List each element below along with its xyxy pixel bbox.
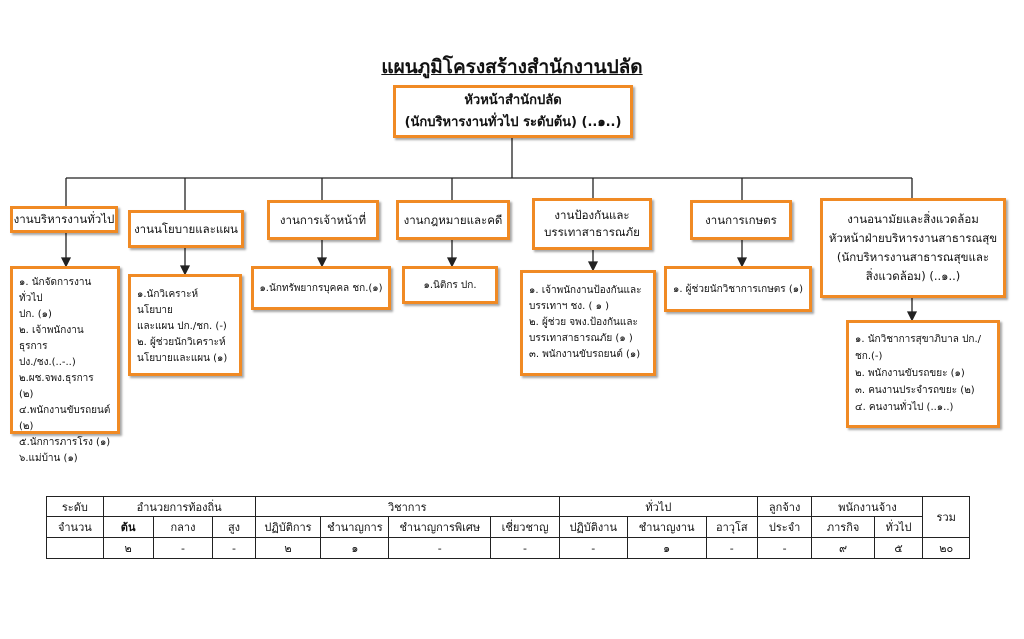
staff-general-admin: ๑. นักจัดการงานทั่วไป ปก. (๑) ๒. เจ้าพนั… bbox=[10, 266, 120, 464]
summary-table: ระดับ อำนวยการท้องถิ่น วิชาการ ทั่วไป ลู… bbox=[46, 496, 970, 559]
cell-level-label: ระดับ bbox=[46, 496, 104, 517]
dept-policy-planning: งานนโยบายและแผน bbox=[128, 210, 244, 248]
dept-personnel: งานการเจ้าหน้าที่ bbox=[267, 200, 379, 240]
staff-personnel: ๑.นักทรัพยากรบุคคล ชก.(๑) bbox=[251, 266, 391, 310]
cell-employee: ลูกจ้าง bbox=[756, 496, 813, 517]
cell-local-admin: อำนวยการท้องถิ่น bbox=[102, 496, 256, 517]
cell-academic: วิชาการ bbox=[254, 496, 560, 517]
dept-general-admin: งานบริหารงานทั่วไป bbox=[10, 206, 118, 233]
summary-values-row: ๒ - - ๒ ๑ - - - ๑ - - ๙ ๕ ๒๐ bbox=[46, 537, 970, 559]
staff-agriculture: ๑. ผู้ช่วยนักวิชาการเกษตร (๑) bbox=[664, 266, 812, 312]
dept-law: งานกฎหมายและคดี bbox=[396, 200, 510, 240]
cell-contract-staff: พนักงานจ้าง bbox=[811, 496, 924, 517]
staff-policy-planning: ๑.นักวิเคราะห์นโยบาย และแผน ปก./ชก. (-) … bbox=[128, 274, 242, 376]
summary-header-row: ระดับ อำนวยการท้องถิ่น วิชาการ ทั่วไป ลู… bbox=[46, 496, 970, 538]
staff-law: ๑.นิติกร ปก. bbox=[402, 266, 498, 304]
dept-disaster: งานป้องกันและ บรรเทาสาธารณภัย bbox=[532, 198, 652, 250]
staff-health-environment: ๑. นักวิชาการสุขาภิบาล ปก./ ชก.(-) ๒. พน… bbox=[846, 320, 1000, 428]
page-title: แผนภูมิโครงสร้างสำนักงานปลัด bbox=[381, 56, 643, 78]
cell-general: ทั่วไป bbox=[558, 496, 758, 517]
head-box: หัวหน้าสำนักปลัด (นักบริหารงานทั่วไป ระด… bbox=[393, 85, 633, 138]
cell-total-label: รวม bbox=[922, 496, 970, 538]
head-title: หัวหน้าสำนักปลัด bbox=[464, 92, 562, 108]
dept-health-environment: งานอนามัยและสิ่งแวดล้อม หัวหน้าฝ่ายบริหา… bbox=[820, 198, 1006, 298]
summary-subheader-row: จำนวน ต้น กลาง สูง ปฏิบัติการ ชำนาญการ ช… bbox=[46, 516, 970, 538]
dept-agriculture: งานการเกษตร bbox=[690, 200, 792, 240]
staff-disaster: ๑. เจ้าพนักงานป้องกันและ บรรเทาฯ ชง. ( ๑… bbox=[520, 270, 656, 376]
head-subtitle: (นักบริหารงานทั่วไป ระดับต้น) (..๑..) bbox=[404, 114, 622, 130]
